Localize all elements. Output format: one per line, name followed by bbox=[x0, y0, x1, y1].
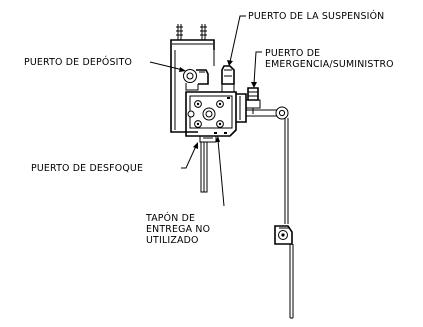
leader-lines bbox=[149, 15, 262, 207]
mounting-bracket bbox=[170, 24, 215, 133]
control-arm bbox=[246, 106, 289, 224]
exhaust-tube bbox=[200, 141, 208, 193]
label-plug-line1: TAPÓN DE bbox=[145, 212, 195, 224]
valve-body bbox=[185, 91, 247, 143]
label-exhaust-port: PUERTO DE DESFOQUE bbox=[31, 163, 143, 174]
suspension-port-fitting bbox=[221, 65, 235, 93]
emergency-supply-fitting bbox=[245, 87, 261, 114]
label-reservoir-port: PUERTO DE DEPÓSITO bbox=[24, 56, 132, 68]
label-plug-line3: UTILIZADO bbox=[146, 235, 199, 246]
label-emergency-port-line1: PUERTO DE bbox=[265, 48, 320, 59]
label-plug-line2: ENTREGA NO bbox=[146, 224, 210, 235]
reservoir-port-fitting bbox=[183, 69, 209, 91]
label-suspension-port: PUERTO DE LA SUSPENSIÓN bbox=[248, 10, 384, 22]
linkage-assembly bbox=[274, 225, 294, 319]
label-emergency-port-line2: EMERGENCIA/SUMINISTRO bbox=[265, 59, 394, 70]
